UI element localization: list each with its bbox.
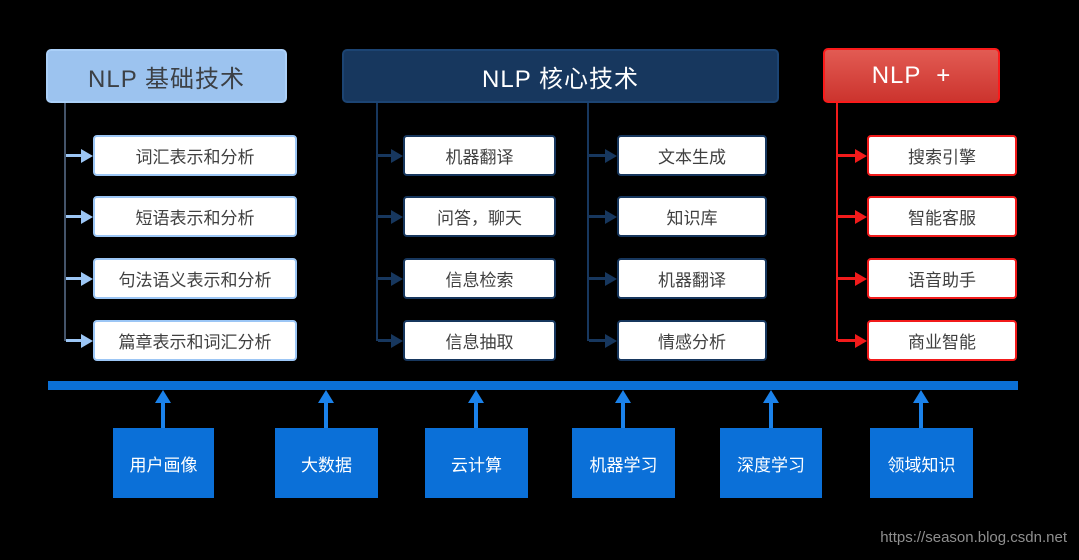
foundation-box-4: 深度学习	[720, 428, 822, 498]
connector-core-right-0	[589, 154, 605, 157]
foundation-box-5: 领域知识	[870, 428, 973, 498]
item-plus-3: 商业智能	[867, 320, 1017, 361]
connector-foundation-3	[621, 402, 625, 428]
connector-plus-1	[838, 215, 855, 218]
arrow-up-icon	[913, 390, 929, 403]
item-core-left-3: 信息抽取	[403, 320, 556, 361]
arrow-right-icon	[605, 334, 617, 348]
arrow-up-icon	[615, 390, 631, 403]
connector-stem-core-right	[587, 103, 589, 341]
connector-core-left-0	[378, 154, 393, 157]
arrow-right-icon	[81, 334, 93, 348]
item-basic-0: 词汇表示和分析	[93, 135, 297, 176]
item-basic-3: 篇章表示和词汇分析	[93, 320, 297, 361]
arrow-right-icon	[605, 210, 617, 224]
arrow-right-icon	[855, 210, 867, 224]
arrow-right-icon	[855, 334, 867, 348]
connector-core-left-1	[378, 215, 393, 218]
arrow-up-icon	[318, 390, 334, 403]
connector-core-right-1	[589, 215, 605, 218]
connector-stem-plus	[836, 103, 838, 341]
arrow-up-icon	[763, 390, 779, 403]
connector-stem-core-left	[376, 103, 378, 341]
item-core-left-1: 问答，聊天	[403, 196, 556, 237]
arrow-right-icon	[391, 334, 403, 348]
item-plus-0: 搜索引擎	[867, 135, 1017, 176]
connector-core-left-3	[378, 339, 393, 342]
item-core-right-2: 机器翻译	[617, 258, 767, 299]
connector-basic-3	[66, 339, 85, 342]
watermark-url: https://season.blog.csdn.net	[880, 529, 1067, 546]
arrow-right-icon	[855, 149, 867, 163]
connector-core-right-3	[589, 339, 605, 342]
item-basic-2: 句法语义表示和分析	[93, 258, 297, 299]
header-nlp-basic: NLP 基础技术	[46, 49, 287, 103]
header-nlp-core: NLP 核心技术	[342, 49, 779, 103]
connector-basic-1	[66, 215, 85, 218]
connector-stem-basic	[64, 103, 66, 341]
arrow-up-icon	[155, 390, 171, 403]
arrow-right-icon	[81, 210, 93, 224]
connector-core-left-2	[378, 277, 393, 280]
connector-foundation-5	[919, 402, 923, 428]
connector-basic-2	[66, 277, 85, 280]
item-core-right-0: 文本生成	[617, 135, 767, 176]
arrow-right-icon	[391, 210, 403, 224]
connector-foundation-1	[324, 402, 328, 428]
item-basic-1: 短语表示和分析	[93, 196, 297, 237]
item-core-left-0: 机器翻译	[403, 135, 556, 176]
arrow-right-icon	[81, 272, 93, 286]
arrow-up-icon	[468, 390, 484, 403]
arrow-right-icon	[81, 149, 93, 163]
connector-core-right-2	[589, 277, 605, 280]
foundation-box-0: 用户画像	[113, 428, 214, 498]
item-core-right-1: 知识库	[617, 196, 767, 237]
foundation-box-2: 云计算	[425, 428, 528, 498]
arrow-right-icon	[605, 149, 617, 163]
connector-plus-0	[838, 154, 855, 157]
header-nlp-plus: NLP +	[823, 48, 1000, 103]
item-plus-2: 语音助手	[867, 258, 1017, 299]
arrow-right-icon	[855, 272, 867, 286]
foundation-box-3: 机器学习	[572, 428, 675, 498]
connector-plus-2	[838, 277, 855, 280]
arrow-right-icon	[605, 272, 617, 286]
item-plus-1: 智能客服	[867, 196, 1017, 237]
item-core-left-2: 信息检索	[403, 258, 556, 299]
connector-plus-3	[838, 339, 855, 342]
arrow-right-icon	[391, 149, 403, 163]
foundation-box-1: 大数据	[275, 428, 378, 498]
item-core-right-3: 情感分析	[617, 320, 767, 361]
arrow-right-icon	[391, 272, 403, 286]
connector-foundation-4	[769, 402, 773, 428]
connector-foundation-0	[161, 402, 165, 428]
foundation-bar	[48, 381, 1018, 390]
connector-foundation-2	[474, 402, 478, 428]
connector-basic-0	[66, 154, 85, 157]
